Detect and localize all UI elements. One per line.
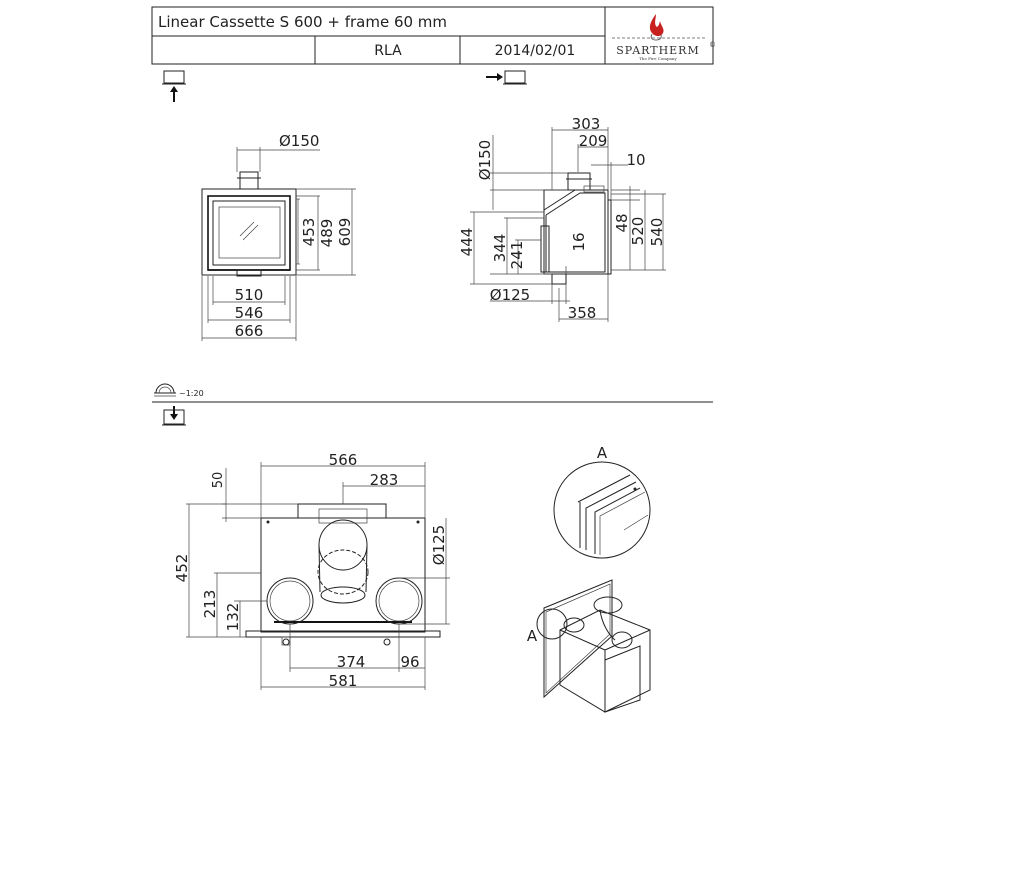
side-dim-h48: 48 [613,213,631,232]
side-dim-h444: 444 [458,228,476,257]
brand-registered: ® [709,41,716,49]
top-dim-w566: 566 [329,451,358,469]
top-view: 566 283 50 452 213 132 Ø125 374 96 581 [173,451,450,690]
detail-a-view: A [553,444,651,559]
brand-tagline: The Fire Company [639,56,677,61]
front-dim-d150: Ø150 [279,132,319,150]
drawing-date: 2014/02/01 [495,43,576,59]
scale-label: ~1:20 [179,389,204,398]
spartherm-logo: SPARTHERM ® The Fire Company [612,14,716,61]
front-dim-w666: 666 [235,322,264,340]
top-dim-h50: 50 [211,472,226,489]
front-view: Ø150 453 489 609 510 546 666 [201,132,356,341]
side-dim-w358: 358 [568,304,597,322]
side-view-icon [486,70,527,85]
front-dim-h489: 489 [318,219,336,248]
detail-a-callout: A [527,627,538,645]
isometric-view: A [527,579,651,713]
side-dim-w209: 209 [579,132,608,150]
side-dim-h540: 540 [648,218,666,247]
side-dim-h520: 520 [629,217,647,246]
front-dim-h609: 609 [336,218,354,247]
top-view-icon [162,406,186,426]
side-dim-h241: 241 [508,241,526,270]
brand-name: SPARTHERM [616,44,699,57]
front-dim-w510: 510 [235,286,264,304]
top-dim-w96: 96 [400,653,419,671]
top-dim-w374: 374 [337,653,366,671]
side-dim-h16: 16 [570,232,588,251]
top-dim-h213: 213 [201,590,219,619]
side-dim-d125: Ø125 [490,286,530,304]
side-view: 303 209 10 Ø150 48 520 540 444 344 241 [458,115,666,322]
side-dim-h344: 344 [491,234,509,263]
detail-a-label: A [597,444,608,462]
top-dim-h132: 132 [224,603,242,632]
side-dim-d150: Ø150 [476,140,494,180]
top-dim-w283: 283 [370,471,399,489]
scale-indicator: ~1:20 [154,383,204,398]
top-dim-d125: Ø125 [430,525,448,565]
product-title: Linear Cassette S 600 + frame 60 mm [158,13,447,31]
top-dim-h452: 452 [173,554,191,583]
side-dim-d10: 10 [626,151,645,169]
author-initials: RLA [374,43,402,59]
front-dim-w546: 546 [235,304,264,322]
front-dim-h453: 453 [300,218,318,247]
top-dim-w581: 581 [329,672,358,690]
title-block: Linear Cassette S 600 + frame 60 mm RLA … [151,6,716,65]
front-view-icon [162,70,186,102]
side-dim-w303: 303 [572,115,601,133]
